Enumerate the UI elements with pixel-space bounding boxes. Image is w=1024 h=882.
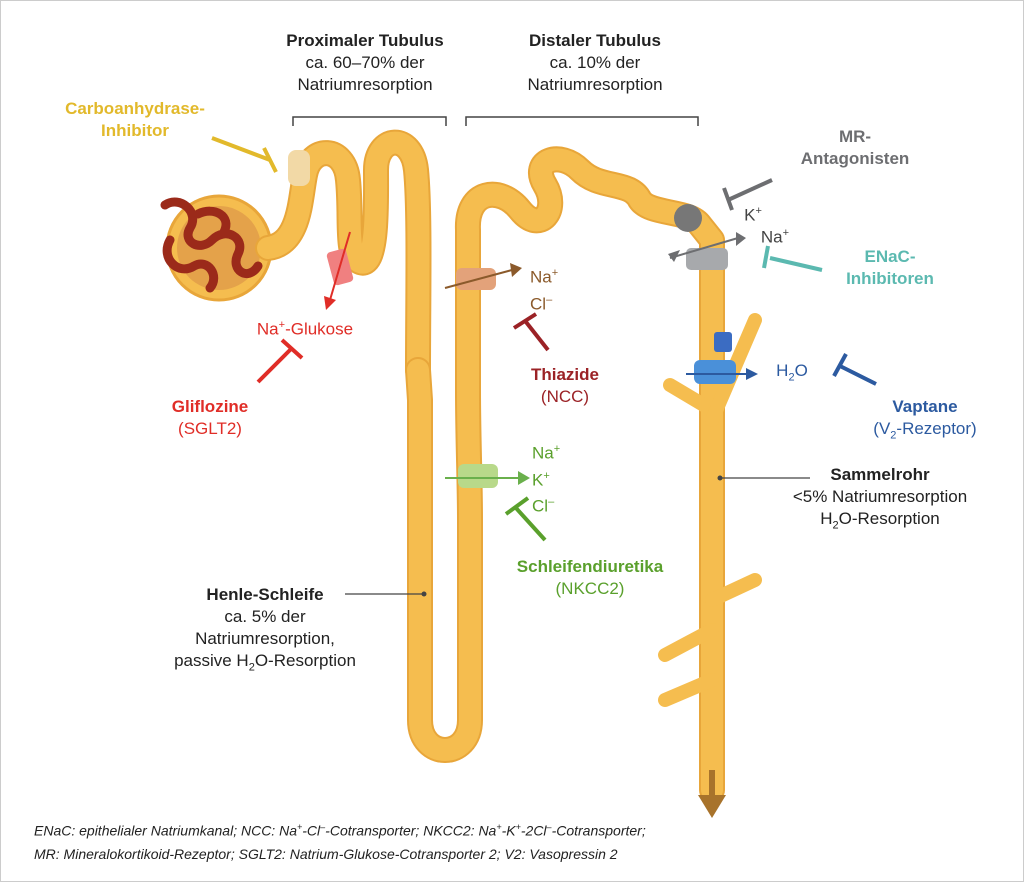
glomerulus [160, 197, 263, 293]
mr-line [727, 178, 773, 202]
enac-line [769, 256, 823, 272]
ncc-arrow [510, 263, 522, 277]
distal-l2: Natriumresorption [527, 75, 663, 94]
sglt2-arrow [324, 296, 336, 310]
henle-label: Henle-Schleife ca. 5% der Natriumresorpt… [150, 584, 380, 678]
mr-receptor [674, 204, 702, 232]
carbo-l2: Inhibitor [101, 121, 169, 140]
v2-receptor [714, 332, 732, 352]
mr-l1: MR- [838, 127, 872, 146]
carbo-inhibit-bar [262, 147, 278, 173]
enac-arrow-in [668, 250, 680, 262]
footnote-line-2: MR: Mineralokortikoid-Rezeptor; SGLT2: N… [34, 846, 618, 862]
schleife-title: Schleifendiuretika [516, 557, 664, 576]
henle-l2: Natriumresorption, [195, 629, 335, 648]
enac-l2: Inhibitoren [846, 269, 934, 288]
sammel-title: Sammelrohr [830, 465, 930, 484]
mr-bar [722, 187, 734, 211]
distal-label: Distaler Tubulus ca. 10% der Natriumreso… [480, 30, 710, 96]
thiazide-sub: (NCC) [540, 387, 590, 406]
carbo-l1: Carboanhydrase- [65, 99, 205, 118]
footnote-line-1: ENaC: epithelialer Natriumkanal; NCC: Na… [34, 822, 646, 839]
henle-title: Henle-Schleife [206, 585, 324, 604]
h2o-arrow [746, 368, 758, 380]
sglt2-flow [329, 231, 351, 301]
thiazide-bar [512, 312, 538, 330]
gliflo-line [256, 346, 294, 384]
thiazide-line [524, 320, 550, 352]
distal-l1: ca. 10% der [549, 53, 641, 72]
gliflo-sub: (SGLT2) [178, 419, 242, 438]
carbo-label: Carboanhydrase- Inhibitor [40, 98, 230, 142]
schleife-bar [504, 496, 530, 516]
proximal-label: Proximaler Tubulus ca. 60–70% der Natriu… [260, 30, 470, 96]
gliflo-bar [280, 338, 304, 360]
sglt-label: Na+-Glukose [256, 319, 354, 339]
ncc-flow [444, 269, 513, 289]
carbo-inhibit-line [211, 136, 271, 162]
proximal-l2: Natriumresorption [297, 75, 433, 94]
enac-channel [686, 248, 728, 270]
vaptane-title: Vaptane [892, 397, 958, 416]
enac-arrow-out [736, 232, 746, 246]
vaptane-label: Vaptane (V2-Rezeptor) [850, 396, 1000, 446]
vaptane-bar [832, 353, 848, 377]
vaptane-line [839, 364, 877, 386]
schleife-label: Schleifendiuretika (NKCC2) [490, 556, 690, 600]
enac-l1: ENaC- [864, 247, 916, 266]
ncc-ions: Na+ Cl– [530, 267, 559, 314]
sammel-label: Sammelrohr <5% Natriumresorption H2O-Res… [770, 464, 990, 536]
enac-flow [669, 237, 739, 259]
sammel-l1: <5% Natriumresorption [792, 487, 968, 506]
distal-title: Distaler Tubulus [529, 31, 661, 50]
mr-label: MR- Antagonisten [780, 126, 930, 170]
mr-l2: Antagonisten [800, 149, 910, 168]
nkcc2-arrow [518, 471, 530, 485]
enac-label: ENaC- Inhibitoren [820, 246, 960, 290]
schleife-sub: (NKCC2) [555, 579, 625, 598]
proximal-l1: ca. 60–70% der [305, 53, 425, 72]
loop-and-collecting-duct [407, 148, 723, 801]
thiazide-title: Thiazide [530, 365, 599, 384]
proximal-title: Proximaler Tubulus [286, 31, 444, 50]
nkcc-ions: Na+ K+ Cl– [532, 443, 561, 516]
thiazide-label: Thiazide (NCC) [510, 364, 620, 408]
henle-l1: ca. 5% der [224, 607, 306, 626]
nkcc2-transporter [458, 464, 498, 488]
aquaporin [694, 360, 736, 384]
urine-arrow [698, 795, 726, 818]
gliflo-title: Gliflozine [171, 397, 249, 416]
k-ion: K+ [744, 205, 762, 225]
h2o-label: H2O [776, 361, 808, 384]
schleife-line [514, 506, 547, 542]
distal-bracket [465, 116, 699, 126]
proximal-bracket [292, 116, 447, 126]
enac-bar [762, 245, 770, 269]
carboanhydrase-site [288, 150, 310, 186]
gliflo-label: Gliflozine (SGLT2) [150, 396, 270, 440]
na-ion-enac: Na+ [760, 227, 790, 247]
